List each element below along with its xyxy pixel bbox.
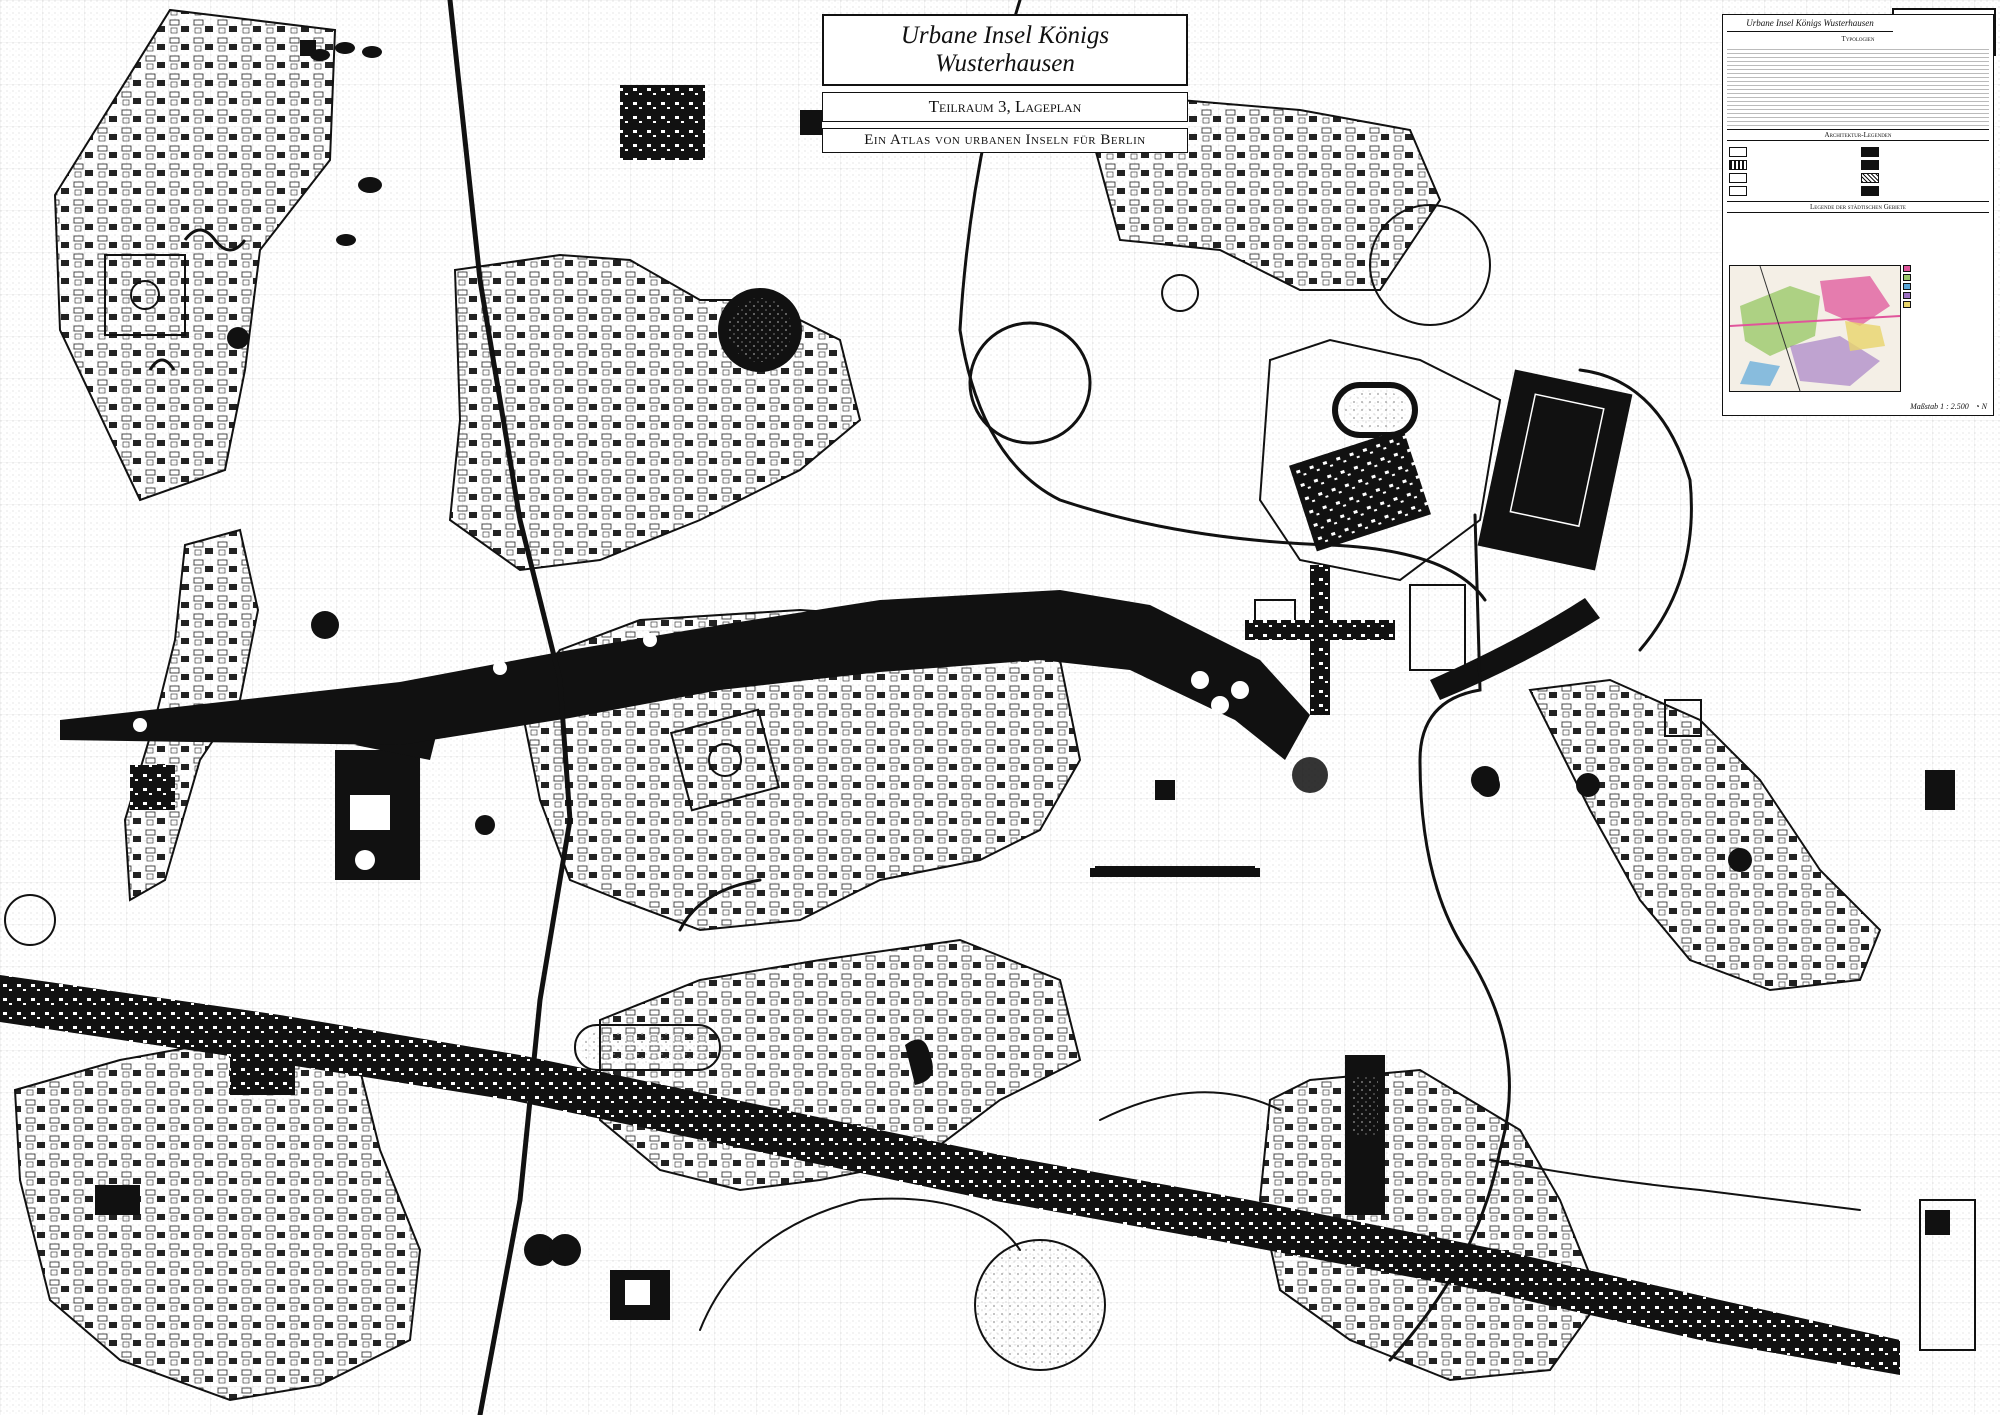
district-northwest <box>53 8 382 502</box>
stadium-complex <box>1258 338 1633 582</box>
road-network <box>447 0 1861 1415</box>
district-southeast <box>1258 1055 1602 1382</box>
legend-symbol <box>1861 172 1987 183</box>
legend-symbol <box>1729 172 1855 183</box>
scale-label: Maßstab 1 : 2.500 <box>1910 402 1969 411</box>
atlas-title: Ein Atlas von urbanen Inseln für Berlin <box>822 128 1188 153</box>
minimap-legend <box>1903 265 1987 308</box>
north-arrow-icon: ◔ <box>1974 402 1980 411</box>
district-central-north <box>448 253 1092 572</box>
location-minimap <box>1729 265 1901 392</box>
transit-band-south <box>0 975 1900 1375</box>
legend-symbol <box>1729 146 1855 157</box>
legend-panel: Urbane Insel Königs Wusterhausen Typolog… <box>1722 14 1994 416</box>
cross-pavilion <box>1245 565 1395 715</box>
legend-title: Urbane Insel Königs Wusterhausen <box>1727 15 1893 32</box>
legend-architecture-heading: Architektur-Legenden <box>1727 129 1989 141</box>
title-block: Urbane Insel Königs Wusterhausen Teilrau… <box>822 14 1188 153</box>
scale-and-north: Maßstab 1 : 2.500 ◔ N <box>1729 402 1987 411</box>
legend-city-heading: Legende der städtischen Gebiete <box>1727 201 1989 213</box>
map-title: Urbane Insel Königs Wusterhausen <box>822 14 1188 86</box>
transit-band-north <box>60 590 1310 760</box>
legend-symbol-grid <box>1723 144 1993 198</box>
legend-symbol <box>1861 146 1987 157</box>
legend-symbol <box>1729 185 1855 196</box>
map-subtitle: Teilraum 3, Lageplan <box>822 92 1188 122</box>
legend-symbol <box>1861 159 1987 170</box>
district-east <box>1528 678 1882 992</box>
linear-bar <box>1095 866 1255 875</box>
legend-symbol <box>1861 185 1987 196</box>
legend-description-text <box>1727 46 1989 126</box>
transit-band-east-arc <box>1430 598 1600 700</box>
legend-typologies-heading: Typologien <box>1841 35 1875 43</box>
north-label: N <box>1981 402 1987 411</box>
legend-symbol <box>1729 159 1855 170</box>
